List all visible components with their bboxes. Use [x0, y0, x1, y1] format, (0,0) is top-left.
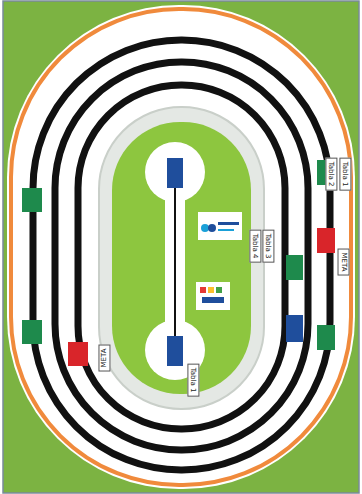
orange-border	[11, 9, 351, 485]
inner-green-field	[112, 122, 251, 394]
red-marker	[68, 342, 88, 366]
track-label: Tabla 1	[341, 162, 349, 187]
track-label-box: Tabla 2	[325, 158, 337, 191]
logo-mark	[208, 287, 214, 293]
sponsor-logo	[196, 282, 230, 310]
track-label: Tabla 4	[251, 234, 259, 259]
logo-ground	[196, 282, 230, 310]
blue-marker	[286, 315, 303, 342]
sponsor-logo	[198, 212, 242, 240]
center-line	[174, 170, 176, 352]
track-label-box: Tabla 1	[339, 158, 351, 191]
track-label: Tabla 3	[264, 234, 272, 259]
track-label-box: Tabla 3	[262, 230, 274, 263]
blue-marker	[167, 336, 183, 366]
logo-dot	[201, 224, 209, 232]
track-label-box: META	[98, 345, 110, 372]
green-marker	[317, 325, 335, 350]
logo-mark	[218, 222, 239, 225]
track-label: Tabla 1	[189, 368, 197, 393]
logo-mark	[218, 229, 234, 231]
red-marker	[317, 228, 335, 253]
green-marker	[286, 255, 303, 280]
track-label: META	[100, 349, 108, 368]
inner-track-line	[78, 85, 285, 429]
track-label: META	[339, 253, 347, 272]
outer-white-ring	[7, 5, 355, 489]
track-label-box: Tabla 4	[249, 230, 261, 263]
inner-grey-band	[99, 107, 264, 409]
logo-mark	[200, 287, 206, 293]
middle-track-line	[55, 62, 308, 450]
green-marker	[22, 188, 42, 212]
blue-marker	[167, 158, 183, 188]
logo-mark	[216, 287, 222, 293]
logo-ground	[198, 212, 242, 240]
track-label: Tabla 2	[327, 162, 335, 187]
outer-track-line	[33, 40, 330, 470]
green-marker	[22, 320, 42, 344]
logo-mark	[202, 297, 224, 303]
mat-ground	[3, 1, 359, 493]
track-label-box: META	[337, 249, 349, 276]
track-label-box: Tabla 1	[187, 364, 199, 397]
logo-dot	[208, 224, 216, 232]
